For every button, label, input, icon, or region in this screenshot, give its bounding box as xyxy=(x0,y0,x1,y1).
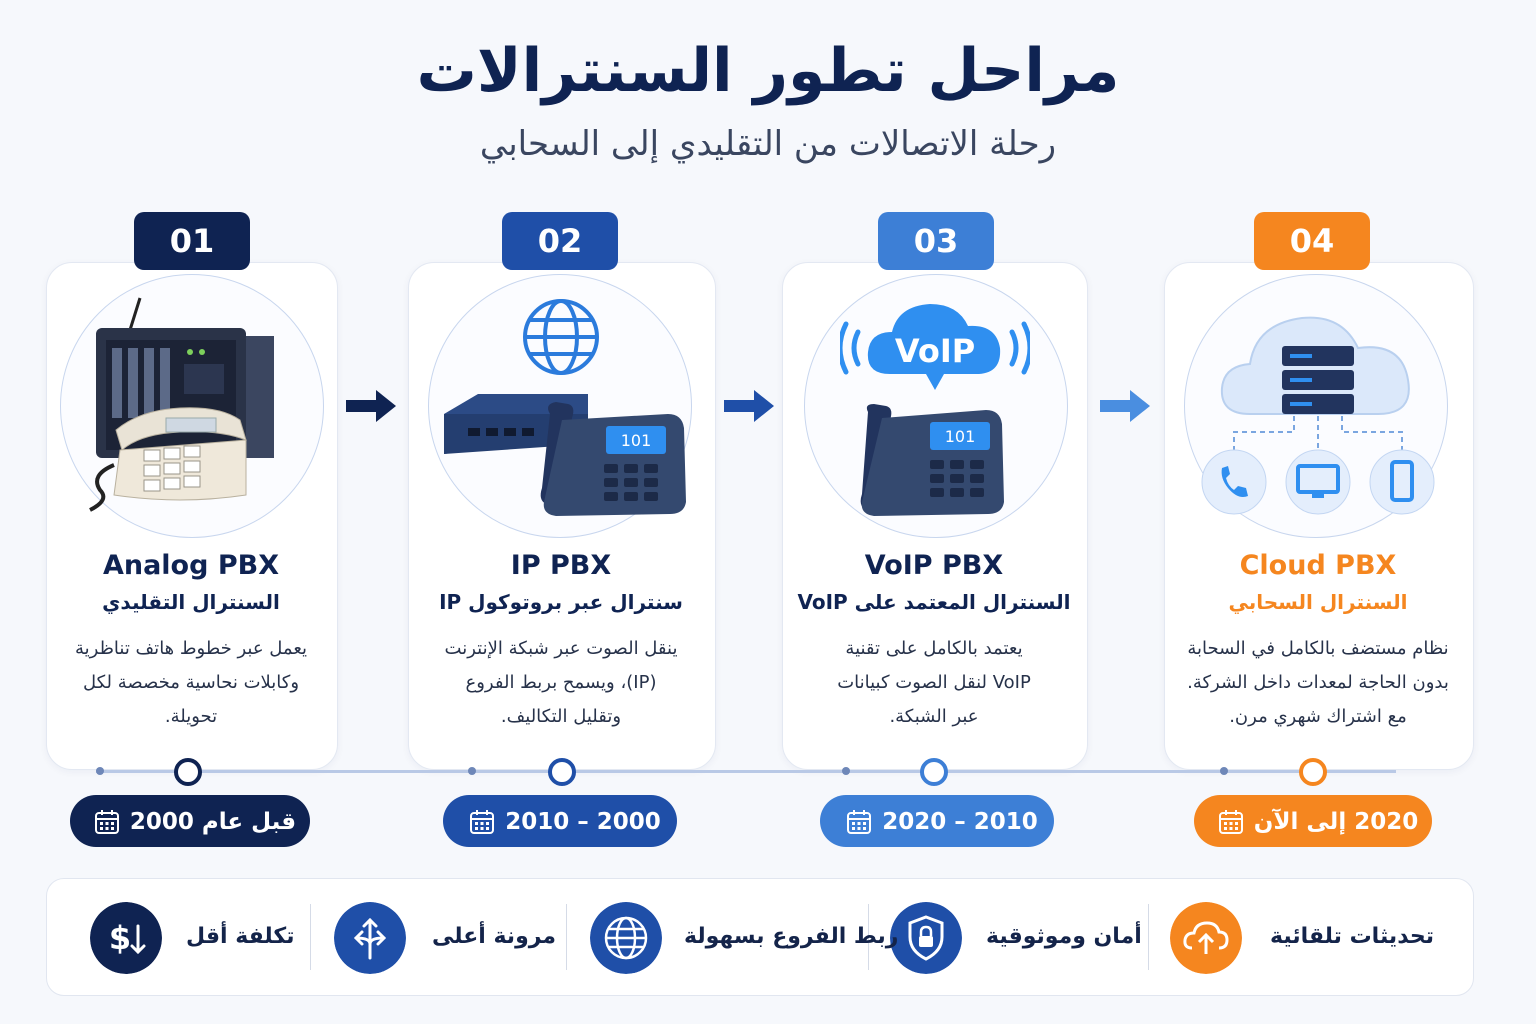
stage-number-badge: 01 xyxy=(134,212,250,270)
benefit-label: تكلفة أقل xyxy=(186,924,295,949)
stage-title: IP PBX xyxy=(510,550,612,581)
calendar-icon xyxy=(847,809,872,834)
voip-phone-illustration: 101 xyxy=(860,404,1004,516)
phone-screen-text: 101 xyxy=(621,431,652,450)
stage-title: Cloud PBX xyxy=(1239,550,1397,581)
stage-subtitle: سنترال عبر بروتوكول IP xyxy=(439,590,683,614)
stage-desc-line: تحويلة. xyxy=(164,706,218,727)
page-title: مراحل تطور السنترالات xyxy=(416,36,1120,106)
stage-desc-line: نظام مستضف بالكامل في السحابة xyxy=(1187,638,1449,659)
arrows-split-icon xyxy=(334,902,406,974)
benefit-label: تحديثات تلقائية xyxy=(1270,924,1435,949)
benefit-label: ربط الفروع بسهولة xyxy=(684,924,899,949)
globe-icon xyxy=(523,299,599,375)
dollar-down-icon: $ xyxy=(90,902,162,974)
divider xyxy=(566,904,567,970)
voip-cloud-label: VoIP xyxy=(895,332,975,370)
benefit-branches: ربط الفروع بسهولة xyxy=(590,902,898,974)
benefit-security: أمان وموثوقية xyxy=(890,902,1142,974)
benefit-label: أمان وموثوقية xyxy=(986,924,1142,949)
stage-desc-line: ينقل الصوت عبر شبكة الإنترنت xyxy=(444,638,678,659)
stage-description: نظام مستضف بالكامل في السحابة بدون الحاج… xyxy=(1164,632,1472,734)
voip-cloud-icon: VoIP xyxy=(840,304,1030,390)
calendar-icon xyxy=(94,809,119,834)
divider xyxy=(868,904,869,970)
stage-description: ينقل الصوت عبر شبكة الإنترنت (IP)، ويسمح… xyxy=(408,632,714,734)
cloud-server-illustration xyxy=(1201,316,1435,515)
period-pill: 2010 – 2020 xyxy=(820,795,1054,847)
phone-screen-text: 101 xyxy=(945,427,976,446)
stage-subtitle: السنترال التقليدي xyxy=(102,590,280,614)
period-label: 2020 إلى الآن xyxy=(1253,808,1419,835)
timeline-tick xyxy=(1220,767,1228,775)
stage-desc-line: عبر الشبكة. xyxy=(889,706,979,727)
timeline-dot xyxy=(1299,758,1327,786)
arrow-right-icon xyxy=(346,390,396,422)
period-pill: 2000 – 2010 xyxy=(443,795,677,847)
benefit-flexibility: مرونة أعلى xyxy=(334,902,557,974)
shield-lock-icon xyxy=(890,902,962,974)
stage-number-badge: 03 xyxy=(878,212,994,270)
timeline-line xyxy=(96,770,1396,773)
benefit-label: مرونة أعلى xyxy=(432,924,557,949)
timeline-tick xyxy=(96,767,104,775)
timeline-tick xyxy=(468,767,476,775)
arrow-right-icon xyxy=(1100,390,1150,422)
cloud-upload-icon xyxy=(1170,902,1242,974)
stage-number-badge: 04 xyxy=(1254,212,1370,270)
benefit-auto-updates: تحديثات تلقائية xyxy=(1170,902,1434,974)
analog-pbx-illustration xyxy=(89,297,274,512)
calendar-icon xyxy=(1218,809,1243,834)
stage-description: يعمل عبر خطوط هاتف تناظرية وكابلات نحاسي… xyxy=(46,632,336,734)
stage-desc-line: وتقليل التكاليف. xyxy=(500,706,622,727)
arrow-right-icon xyxy=(724,390,774,422)
stage-desc-line: بدون الحاجة لمعدات داخل الشركة. xyxy=(1187,672,1449,693)
stage-description: يعتمد بالكامل على تقنية VoIP لنقل الصوت … xyxy=(782,632,1086,734)
svg-text:$: $ xyxy=(109,919,131,957)
timeline-tick xyxy=(842,767,850,775)
ip-pbx-illustration: 101 xyxy=(444,394,686,516)
period-label: قبل عام 2000 xyxy=(129,808,297,835)
stage-desc-line: (IP)، ويسمح بربط الفروع xyxy=(465,672,657,693)
stage-desc-line: يعتمد بالكامل على تقنية xyxy=(845,638,1023,659)
stage-desc-line: مع اشتراك شهري مرن. xyxy=(1229,706,1407,727)
divider xyxy=(1148,904,1149,970)
period-pill: قبل عام 2000 xyxy=(70,795,310,847)
stage-desc-line: يعمل عبر خطوط هاتف تناظرية xyxy=(74,638,308,659)
stage-desc-line: VoIP لنقل الصوت كبيانات xyxy=(837,672,1031,693)
page-subtitle: رحلة الاتصالات من التقليدي إلى السحابي xyxy=(479,124,1057,164)
timeline-dot xyxy=(920,758,948,786)
timeline-dot xyxy=(174,758,202,786)
stage-subtitle: السنترال المعتمد على VoIP xyxy=(797,590,1071,614)
period-label: 2000 – 2010 xyxy=(505,808,661,835)
timeline-dot xyxy=(548,758,576,786)
stage-title: VoIP PBX xyxy=(864,550,1004,581)
globe-icon xyxy=(590,902,662,974)
stage-number-badge: 02 xyxy=(502,212,618,270)
divider xyxy=(310,904,311,970)
benefit-lower-cost: $ تكلفة أقل xyxy=(90,902,294,974)
calendar-icon xyxy=(470,809,495,834)
stage-subtitle: السنترال السحابي xyxy=(1228,590,1408,614)
stage-title: Analog PBX xyxy=(102,550,280,581)
stage-desc-line: وكابلات نحاسية مخصصة لكل xyxy=(82,672,300,693)
period-label: 2010 – 2020 xyxy=(882,808,1038,835)
period-pill: 2020 إلى الآن xyxy=(1194,795,1432,847)
